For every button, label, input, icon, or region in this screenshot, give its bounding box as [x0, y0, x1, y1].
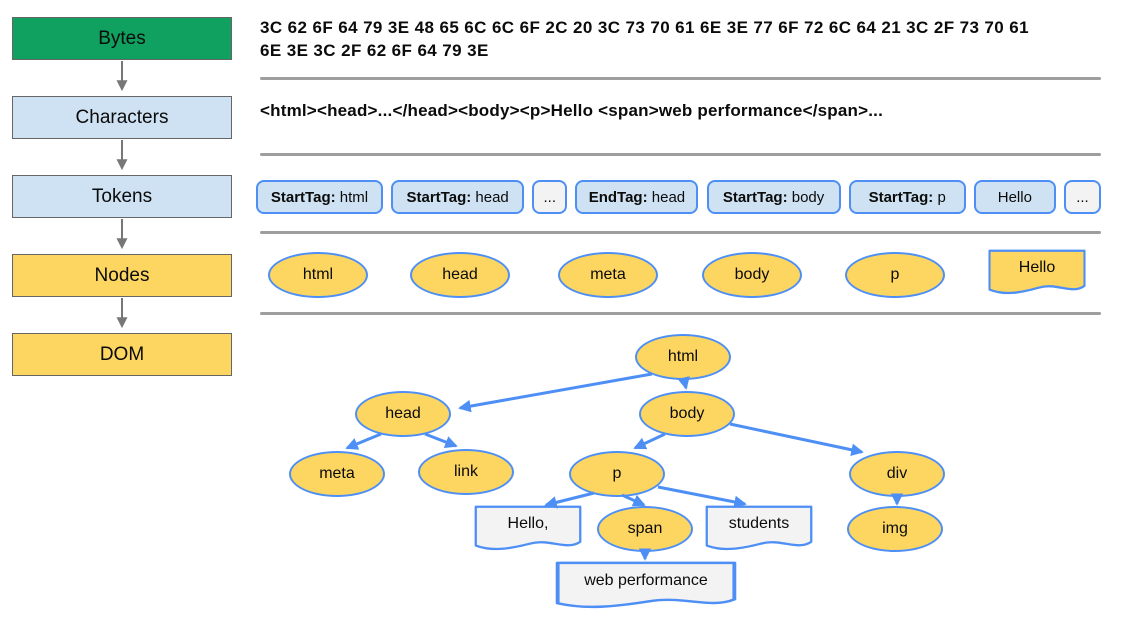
separator [260, 153, 1101, 156]
stage-box-dom: DOM [12, 333, 232, 376]
node-ellipse-p: p [845, 252, 945, 298]
node-label: meta [590, 266, 626, 283]
dom-node-link: link [418, 449, 514, 495]
node-ellipse-body: body [702, 252, 802, 298]
separator [260, 312, 1101, 315]
dom-node-label: div [886, 465, 908, 482]
dom-node-span: span [597, 506, 693, 552]
token-chip-starttag-p: StartTag: p [848, 180, 966, 214]
node-ellipse-meta: meta [558, 252, 658, 298]
node-label: head [442, 266, 478, 283]
stage-box-tokens: Tokens [12, 175, 232, 218]
tree-edge-body-p [633, 432, 666, 450]
stage-label-tokens: Tokens [91, 185, 153, 207]
stage-label-characters: Characters [75, 106, 169, 128]
token-chip-starttag-head: StartTag: head [391, 180, 525, 214]
stage-label-nodes: Nodes [94, 264, 150, 286]
node-label: body [734, 266, 770, 283]
token-value: ... [1076, 188, 1089, 206]
token-type: StartTag: [406, 188, 472, 206]
token-value: head [471, 188, 509, 206]
token-value: body [787, 188, 825, 206]
dom-node-label: span [627, 520, 663, 537]
dom-textnode-hello: Hello, [473, 504, 583, 552]
separator [260, 77, 1101, 80]
document-shape-icon [988, 249, 1086, 295]
token-chip-endtag-head: EndTag: head [575, 180, 699, 214]
bytes-hex-line-2: 6E 3E 3C 2F 62 6F 64 79 3E [260, 41, 489, 60]
token-value: Hello [997, 188, 1032, 206]
token-type: StartTag: [868, 188, 934, 206]
token-value: ... [543, 188, 557, 206]
stage-box-nodes: Nodes [12, 254, 232, 297]
dom-node-label: p [612, 465, 622, 482]
token-chip-starttag-html: StartTag: html [256, 180, 383, 214]
bytes-hex-line-1: 3C 62 6F 64 79 3E 48 65 6C 6C 6F 2C 20 3… [260, 18, 1029, 37]
dom-node-html: html [635, 334, 731, 380]
token-type: StartTag: [722, 188, 788, 206]
characters-markup-text: <html><head>...</head><body><p>Hello <sp… [260, 101, 884, 120]
node-textdoc-hello: Hello [987, 248, 1087, 296]
bytes-hex-text: 3C 62 6F 64 79 3E 48 65 6C 6C 6F 2C 20 3… [260, 16, 1060, 62]
token-type: StartTag: [270, 188, 336, 206]
token-value: p [933, 188, 946, 206]
tokens-row: StartTag: html StartTag: head ... EndTag… [256, 180, 1101, 214]
dom-node-label: students [728, 515, 790, 532]
document-shape-icon [555, 561, 737, 609]
stage-box-bytes: Bytes [12, 17, 232, 60]
dom-node-body: body [639, 391, 735, 437]
dom-textnode-students: students [704, 504, 814, 552]
token-chip-ellipsis: ... [1063, 180, 1101, 214]
tree-edge-head-link [424, 432, 458, 449]
dom-node-meta: meta [289, 451, 385, 497]
node-label: p [890, 266, 900, 283]
token-value: html [335, 188, 369, 206]
token-type: EndTag: [588, 188, 648, 206]
document-shape-icon [705, 505, 813, 551]
dom-textnode-web-performance: web performance [553, 560, 739, 610]
dom-node-label: Hello, [507, 515, 549, 532]
token-chip-hello: Hello [973, 180, 1056, 214]
tree-edge-p-students [657, 485, 747, 509]
dom-node-label: body [669, 405, 705, 422]
token-value: head [647, 188, 686, 206]
dom-node-label: img [882, 520, 908, 537]
stage-box-characters: Characters [12, 96, 232, 139]
stage-label-dom: DOM [99, 343, 145, 365]
document-shape-icon [474, 505, 582, 551]
dom-node-div: div [849, 451, 945, 497]
dom-node-label: html [667, 348, 699, 365]
dom-node-label: meta [319, 465, 355, 482]
token-chip-starttag-body: StartTag: body [706, 180, 841, 214]
node-label: Hello [1018, 259, 1056, 276]
node-ellipse-html: html [268, 252, 368, 298]
stage-label-bytes: Bytes [98, 27, 146, 49]
tree-edge-head-meta [345, 432, 382, 450]
dom-node-label: head [385, 405, 421, 422]
node-ellipse-head: head [410, 252, 510, 298]
tree-edge-html-head [458, 372, 653, 413]
token-chip-ellipsis: ... [532, 180, 568, 214]
dom-node-head: head [355, 391, 451, 437]
dom-node-img: img [847, 506, 943, 552]
tree-edge-html-body [677, 376, 690, 390]
tree-edge-body-div [729, 422, 864, 456]
dom-node-p: p [569, 451, 665, 497]
dom-node-label: link [453, 463, 478, 480]
separator [260, 231, 1101, 234]
dom-node-label: web performance [584, 572, 708, 589]
node-label: html [302, 266, 334, 283]
